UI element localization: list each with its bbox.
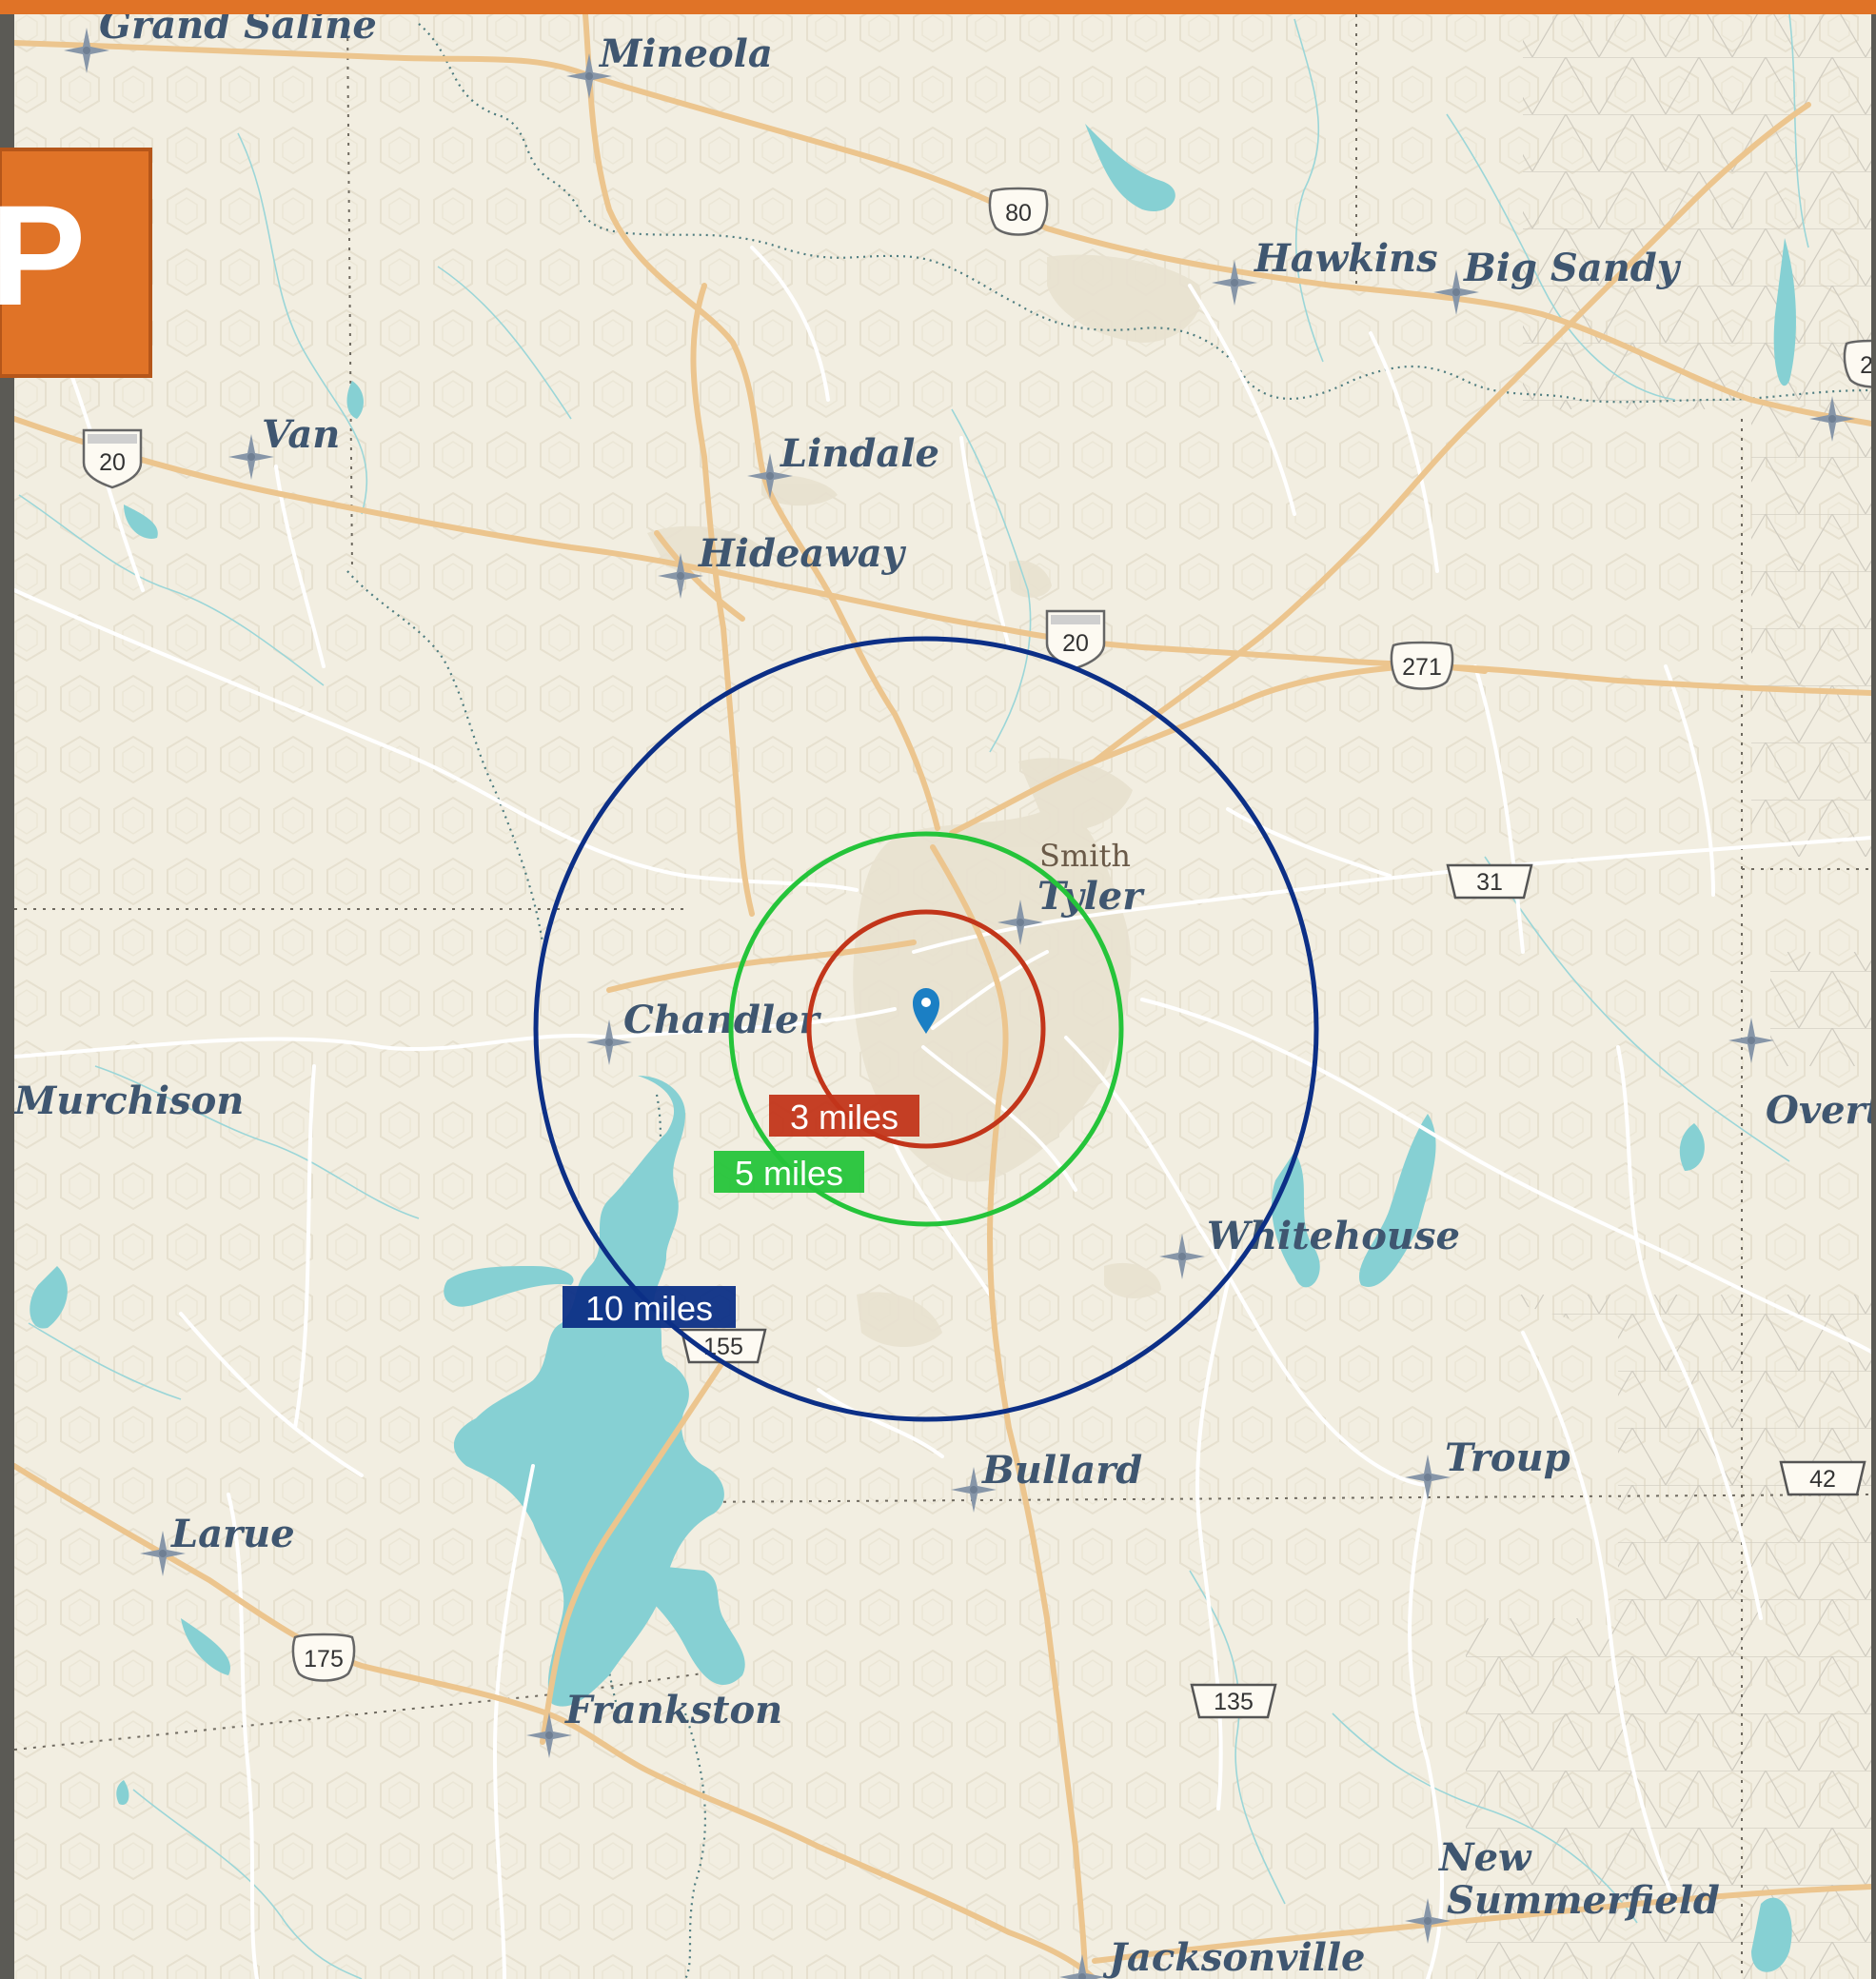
shaded-area-ne <box>1523 14 1871 857</box>
shield-label: 20 <box>1062 630 1089 657</box>
shaded-area-se <box>1466 1295 1871 1979</box>
town-labels: Grand Saline Mineola Hawkins Big Sandy V… <box>12 3 1876 1979</box>
shield-label: 135 <box>1214 1689 1254 1715</box>
top-bar <box>0 0 1876 14</box>
town-label-grand-saline: Grand Saline <box>99 3 377 48</box>
highways <box>14 14 1871 1979</box>
creeks <box>18 14 1809 1979</box>
shield-us-80[interactable]: 80 <box>988 187 1049 236</box>
ring-10-circle <box>533 636 1319 1422</box>
town-label-troup: Troup <box>1445 1435 1570 1480</box>
shield-label: 271 <box>1402 654 1442 681</box>
ring-label-5-text: 5 miles <box>735 1154 843 1193</box>
shield-tx-135[interactable]: 135 <box>1190 1683 1277 1719</box>
shield-label: 20 <box>99 449 126 476</box>
town-label-big-sandy: Big Sandy <box>1463 246 1682 290</box>
shield-label: 42 <box>1809 1466 1836 1493</box>
shield-label: 27 <box>1860 352 1876 379</box>
logo-badge-text: P <box>0 175 86 335</box>
shield-label: 80 <box>1005 200 1032 227</box>
town-label-van: Van <box>262 412 340 457</box>
ring-label-10-text: 10 miles <box>585 1289 713 1328</box>
town-label-hawkins: Hawkins <box>1254 236 1438 281</box>
shaded-area-e <box>1770 952 1871 1066</box>
town-label-bullard: Bullard <box>981 1448 1142 1493</box>
logo-badge[interactable]: P <box>0 148 152 378</box>
town-label-frankston: Frankston <box>564 1688 782 1732</box>
town-label-chandler: Chandler <box>623 998 822 1042</box>
urban-areas <box>647 254 1201 1347</box>
town-label-lindale: Lindale <box>780 431 939 476</box>
shield-label: 175 <box>304 1646 344 1672</box>
town-label-new: New <box>1437 1835 1532 1880</box>
shield-us-175[interactable]: 175 <box>291 1633 356 1682</box>
shield-tx-42[interactable]: 42 <box>1779 1460 1866 1496</box>
shield-tx-155[interactable]: 155 <box>680 1328 767 1364</box>
ring-label-5: 5 miles <box>714 1151 864 1193</box>
town-label-mineola: Mineola <box>598 31 773 76</box>
shield-tx-31[interactable]: 31 <box>1446 863 1533 900</box>
shield-label: 31 <box>1476 869 1503 896</box>
town-label-hideaway: Hideaway <box>698 531 907 576</box>
ring-5-circle <box>728 831 1124 1227</box>
rivers-dotted <box>346 23 1871 1979</box>
county-label: Smith <box>1039 838 1131 874</box>
ring-label-3-text: 3 miles <box>790 1098 899 1137</box>
town-label-murchison: Murchison <box>12 1079 244 1123</box>
lakes <box>30 124 1796 1972</box>
ring-label-10: 10 miles <box>563 1286 736 1328</box>
town-label-summerfield: Summerfield <box>1447 1878 1720 1923</box>
town-label-larue: Larue <box>170 1512 295 1556</box>
ring-label-3: 3 miles <box>769 1095 919 1137</box>
town-label-overton: Overto <box>1766 1088 1876 1133</box>
ring-3-circle <box>806 909 1046 1149</box>
shield-us-271[interactable]: 271 <box>1390 641 1454 690</box>
shield-i-20-west[interactable]: 20 <box>82 428 143 489</box>
location-pin-icon[interactable] <box>913 988 939 1034</box>
town-label-jacksonville: Jacksonville <box>1102 1935 1365 1979</box>
shield-us-27x[interactable]: 27 <box>1843 339 1876 388</box>
radius-rings <box>533 636 1319 1422</box>
county-lines <box>14 14 1871 1979</box>
local-roads <box>14 246 1871 1979</box>
